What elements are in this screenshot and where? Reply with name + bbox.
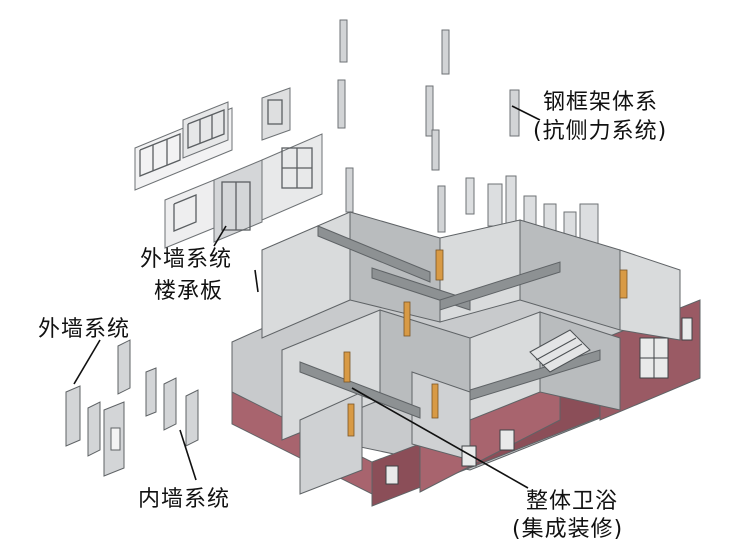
leader-floor-slab xyxy=(254,269,259,293)
steel-frame-sublabel: (抗侧力系统) xyxy=(533,119,668,144)
floor-slab-label: 楼承板 xyxy=(154,279,224,304)
staircase xyxy=(529,329,591,373)
bathroom-sublabel: (集成装修) xyxy=(512,517,624,542)
interior-wall-panels xyxy=(145,367,199,447)
leader-upper-wall xyxy=(213,225,227,247)
leader-interior-wall xyxy=(179,429,197,481)
leader-bathroom xyxy=(351,387,529,489)
leader-lines xyxy=(73,105,541,489)
leader-steel-frame xyxy=(511,105,541,121)
building-mass xyxy=(231,211,701,507)
doors xyxy=(343,249,628,437)
leader-left-wall xyxy=(73,339,101,385)
upper-exterior-wall-panels xyxy=(134,87,323,249)
left-exterior-wall-panels xyxy=(65,339,131,477)
left-exterior-wall-label: 外墙系统 xyxy=(38,317,131,342)
steel-columns xyxy=(337,19,520,233)
window-frames xyxy=(139,99,313,232)
facade-windows xyxy=(385,317,693,485)
steel-frame-label: 钢框架体系 xyxy=(543,90,659,115)
interior-wall-label: 内墙系统 xyxy=(138,487,231,512)
upper-exterior-wall-label: 外墙系统 xyxy=(140,247,233,272)
bathroom-label: 整体卫浴 xyxy=(526,489,619,514)
